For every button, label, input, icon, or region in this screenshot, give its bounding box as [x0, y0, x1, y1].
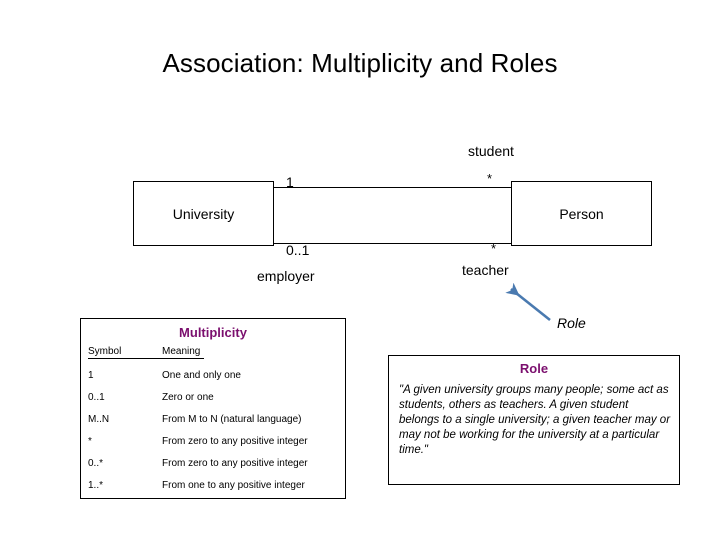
- column-header-meaning: Meaning: [162, 346, 340, 364]
- callout-label-role: Role: [557, 315, 586, 331]
- class-name-person: Person: [559, 205, 604, 222]
- role-description-title: Role: [519, 361, 549, 376]
- cell-symbol: 0..1: [88, 391, 105, 403]
- table-row: M..N From M to N (natural language): [88, 408, 340, 430]
- cell-symbol: 1: [88, 369, 94, 381]
- cell-meaning: From zero to any positive integer: [162, 435, 308, 447]
- callout-arrow-icon: [505, 282, 551, 322]
- cell-symbol: M..N: [88, 413, 110, 425]
- role-label-student: student: [468, 143, 514, 159]
- cell-symbol: 1..*: [88, 479, 104, 491]
- cell-symbol: *: [88, 435, 92, 447]
- table-row: 0..1 Zero or one: [88, 386, 340, 408]
- association-line-student: [274, 187, 512, 188]
- association-line-teacher: [274, 243, 512, 244]
- cell-symbol: 0..*: [88, 457, 104, 469]
- page-title: Association: Multiplicity and Roles: [162, 48, 558, 78]
- multiplicity-label-employer: 0..1: [286, 242, 310, 258]
- cell-meaning: From zero to any positive integer: [162, 457, 308, 469]
- table-row: * From zero to any positive integer: [88, 430, 340, 452]
- cell-meaning: One and only one: [162, 369, 241, 381]
- class-box-person[interactable]: Person: [511, 181, 652, 246]
- table-row: 1..* From one to any positive integer: [88, 474, 340, 496]
- cell-meaning: Zero or one: [162, 391, 214, 403]
- cell-meaning: From M to N (natural language): [162, 413, 302, 425]
- class-name-university: University: [172, 205, 235, 222]
- multiplicity-label-university: 1: [286, 174, 294, 190]
- multiplicity-label-teacher: *: [491, 241, 497, 256]
- table-header-row: Symbol Meaning: [88, 346, 340, 364]
- role-description-box: Role "A given university groups many peo…: [388, 355, 680, 485]
- cell-meaning: From one to any positive integer: [162, 479, 305, 491]
- multiplicity-legend-box: Multiplicity Symbol Meaning 1 One and on…: [80, 318, 346, 499]
- table-row: 0..* From zero to any positive integer: [88, 452, 340, 474]
- multiplicity-table: Symbol Meaning 1 One and only one 0..1 Z…: [88, 346, 340, 496]
- class-box-university[interactable]: University: [133, 181, 274, 246]
- column-header-symbol: Symbol: [88, 346, 162, 364]
- role-description-text: "A given university groups many people; …: [399, 384, 671, 456]
- multiplicity-legend-title: Multiplicity: [179, 325, 247, 340]
- multiplicity-label-student: *: [487, 171, 493, 186]
- table-row: 1 One and only one: [88, 364, 340, 386]
- role-label-employer: employer: [257, 268, 315, 284]
- role-label-teacher: teacher: [462, 262, 509, 278]
